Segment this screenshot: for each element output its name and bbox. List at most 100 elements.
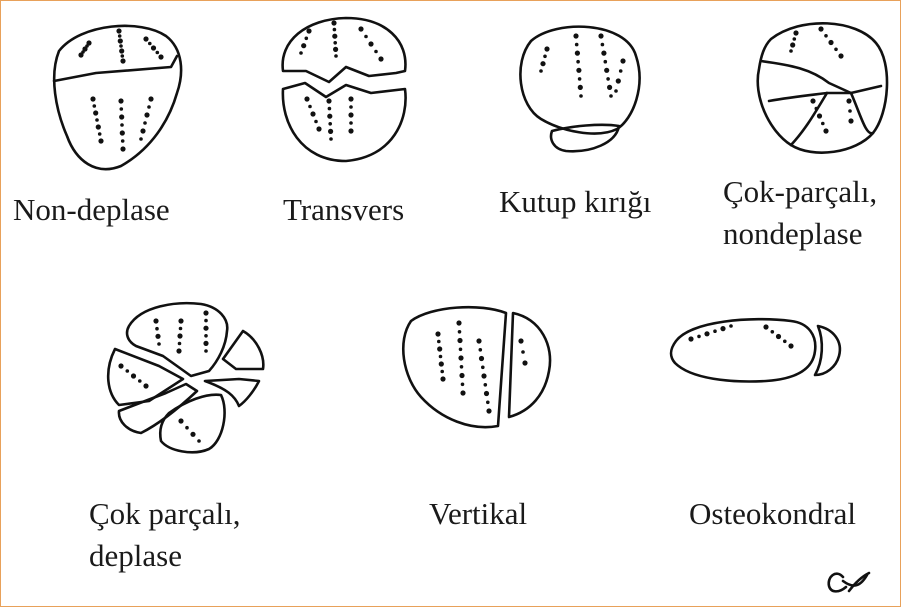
- trabecular-dot: [197, 439, 201, 443]
- trabecular-dot: [204, 319, 208, 323]
- trabecular-dot: [148, 42, 152, 46]
- artist-signature: [829, 573, 869, 591]
- trabecular-dot: [120, 107, 124, 111]
- trabecular-dot: [203, 326, 208, 331]
- trabecular-dot: [763, 324, 768, 329]
- trabecular-dot: [614, 89, 618, 93]
- trabecular-dot: [126, 369, 130, 373]
- trabecular-dot: [95, 118, 99, 122]
- trabecular-dot: [331, 20, 336, 25]
- trabecular-dot: [118, 34, 122, 38]
- trabecular-dot: [204, 349, 208, 353]
- label-non-deplase: Non-deplase: [13, 189, 170, 231]
- trabecular-dot: [153, 318, 158, 323]
- trabecular-dot: [460, 390, 465, 395]
- trabecular-dot: [305, 37, 309, 41]
- trabecular-dot: [688, 336, 693, 341]
- label-vertikal-line1: Vertikal: [429, 493, 527, 535]
- trabecular-dot: [185, 426, 189, 430]
- trabecular-dot: [326, 98, 331, 103]
- trabecular-dot: [437, 346, 442, 351]
- trabecular-dot: [119, 44, 123, 48]
- trabecular-dot: [155, 327, 159, 331]
- trabecular-dot: [484, 383, 488, 387]
- trabecular-dot: [435, 331, 440, 336]
- trabecular-dot: [704, 331, 709, 336]
- trabecular-dot: [810, 98, 815, 103]
- trabecular-dot: [329, 137, 333, 141]
- trabecular-dot: [521, 350, 525, 354]
- trabecular-dot: [364, 35, 368, 39]
- label-cok-parcali-deplase-line1: Çok parçalı,: [89, 493, 241, 535]
- non-deplase-drawing: [54, 26, 181, 169]
- trabecular-dot: [848, 109, 852, 113]
- trabecular-dot: [139, 137, 143, 141]
- label-cok-parcali-deplase: Çok parçalı, deplase: [89, 493, 241, 577]
- trabecular-dot: [301, 43, 306, 48]
- trabecular-dot: [790, 42, 795, 47]
- trabecular-dot: [349, 105, 353, 109]
- trabecular-dot: [479, 348, 483, 352]
- trabecular-dot: [601, 43, 605, 47]
- trabecular-dot: [151, 45, 156, 50]
- trabecular-dot: [578, 77, 582, 81]
- trabecular-dot: [316, 126, 321, 131]
- label-cok-parcali-nondeplase-line1: Çok-parçalı,: [723, 171, 877, 213]
- trabecular-dot: [368, 41, 373, 46]
- trabecular-dot: [481, 373, 486, 378]
- trabecular-dot: [604, 68, 609, 73]
- trabecular-dot: [349, 121, 353, 125]
- trabecular-dot: [484, 391, 489, 396]
- trabecular-dot: [486, 401, 490, 405]
- trabecular-dot: [190, 432, 195, 437]
- trabecular-dot: [476, 338, 481, 343]
- trabecular-dot: [333, 41, 337, 45]
- trabecular-dot: [334, 54, 338, 58]
- trabecular-dot: [158, 54, 163, 59]
- trabecular-dot: [576, 60, 580, 64]
- trabecular-dot: [817, 113, 822, 118]
- trabecular-dot: [299, 51, 303, 55]
- trabecular-dot: [333, 28, 337, 32]
- trabecular-dot: [308, 105, 312, 109]
- trabecular-dot: [138, 379, 142, 383]
- trabecular-dot: [358, 26, 363, 31]
- trabecular-dot: [204, 334, 208, 338]
- trabecular-dot: [328, 107, 332, 111]
- trabecular-dot: [793, 37, 797, 41]
- trabecular-dot: [203, 341, 208, 346]
- trabecular-dot: [144, 112, 149, 117]
- label-cok-parcali-nondeplase: Çok-parçalı, nondeplase: [723, 171, 877, 255]
- trabecular-dot: [143, 383, 148, 388]
- trabecular-dot: [118, 98, 123, 103]
- trabecular-dot: [120, 146, 125, 151]
- trabecular-dot: [93, 104, 97, 108]
- trabecular-dot: [720, 326, 725, 331]
- trabecular-dot: [93, 110, 98, 115]
- trabecular-dot: [143, 121, 147, 125]
- label-osteokondral-line1: Osteokondral: [689, 493, 856, 535]
- trabecular-dot: [177, 333, 182, 338]
- trabecular-dot: [348, 128, 353, 133]
- trabecular-dot: [120, 130, 125, 135]
- trabecular-dot: [178, 318, 183, 323]
- trabecular-dot: [697, 335, 701, 339]
- trabecular-dot: [155, 334, 160, 339]
- trabecular-dot: [306, 28, 311, 33]
- trabecular-dot: [460, 365, 464, 369]
- trabecular-dot: [457, 338, 462, 343]
- trabecular-dot: [304, 96, 309, 101]
- trabecular-dot: [458, 330, 462, 334]
- trabecular-dot: [576, 68, 581, 73]
- trabecular-dot: [147, 105, 151, 109]
- trabecular-dot: [143, 36, 148, 41]
- trabecular-dot: [543, 55, 547, 59]
- label-transvers-line1: Transvers: [283, 189, 404, 231]
- trabecular-dot: [120, 58, 125, 63]
- trabecular-dot: [783, 340, 787, 344]
- trabecular-dot: [118, 363, 123, 368]
- trabecular-dot: [481, 366, 485, 370]
- trabecular-dot: [439, 361, 444, 366]
- trabecular-dot: [119, 48, 124, 53]
- trabecular-dot: [98, 132, 102, 136]
